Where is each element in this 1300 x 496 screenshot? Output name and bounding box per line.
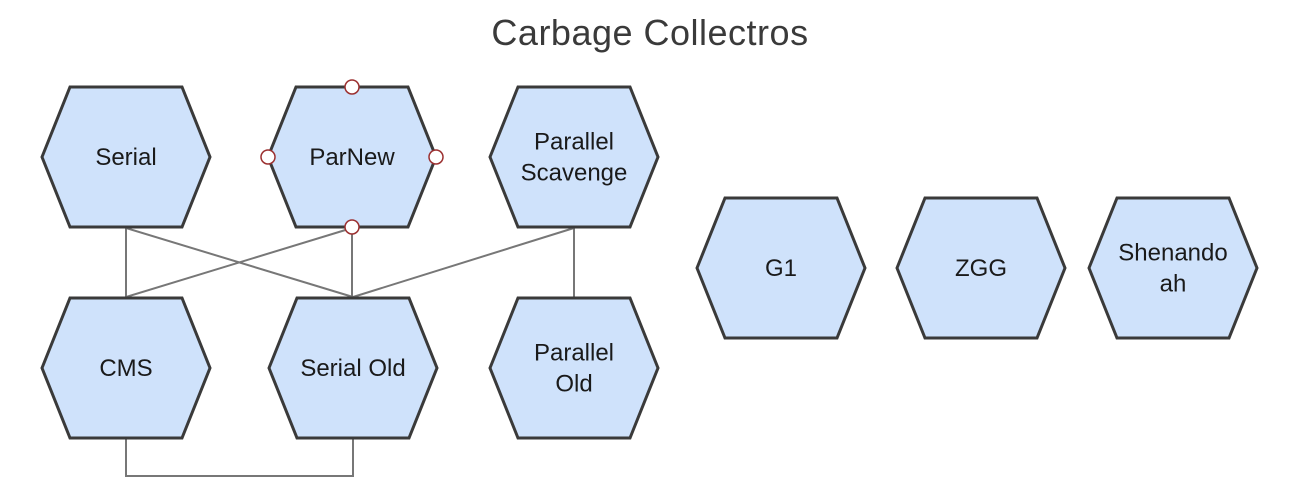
- node-hexagon[interactable]: [40, 296, 212, 440]
- node-label: Serial: [95, 144, 156, 171]
- node-label: ah: [1160, 271, 1187, 298]
- node-label: Scavenge: [521, 160, 628, 187]
- node-label: G1: [765, 255, 797, 282]
- node-label: CMS: [99, 355, 152, 382]
- node-serial[interactable]: Serial: [40, 85, 212, 229]
- node-parnew[interactable]: ParNew: [266, 85, 438, 229]
- selection-handle-right[interactable]: [428, 149, 444, 165]
- node-hexagon[interactable]: [695, 196, 867, 340]
- node-g1[interactable]: G1: [695, 196, 867, 340]
- selection-handle-left[interactable]: [260, 149, 276, 165]
- node-label: Parallel: [534, 129, 614, 156]
- node-serial-old[interactable]: Serial Old: [267, 296, 439, 440]
- node-hexagon[interactable]: [488, 296, 660, 440]
- selection-handle-top[interactable]: [344, 79, 360, 95]
- node-zgg[interactable]: ZGG: [895, 196, 1067, 340]
- node-label: Old: [555, 371, 592, 398]
- node-hexagon[interactable]: [1087, 196, 1259, 340]
- node-label: Parallel: [534, 340, 614, 367]
- node-label: ZGG: [955, 255, 1007, 282]
- node-cms[interactable]: CMS: [40, 296, 212, 440]
- node-hexagon[interactable]: [488, 85, 660, 229]
- node-hexagon[interactable]: [895, 196, 1067, 340]
- edge-parallel-scavenge-to-serial-old[interactable]: [352, 227, 575, 298]
- selection-handle-bottom[interactable]: [344, 219, 360, 235]
- edge-cms-to-serial-old[interactable]: [125, 439, 354, 477]
- node-label: Serial Old: [300, 355, 405, 382]
- diagram-title: Carbage Collectros: [491, 12, 809, 53]
- node-hexagon[interactable]: [40, 85, 212, 229]
- edge-parnew-to-cms[interactable]: [125, 227, 353, 298]
- edges-layer: [125, 227, 575, 477]
- node-label: ParNew: [309, 144, 395, 171]
- node-hexagon[interactable]: [267, 296, 439, 440]
- selection-handles: [260, 79, 444, 235]
- node-shenandoah[interactable]: Shenando ah: [1087, 196, 1259, 340]
- node-label: Shenando: [1118, 240, 1227, 267]
